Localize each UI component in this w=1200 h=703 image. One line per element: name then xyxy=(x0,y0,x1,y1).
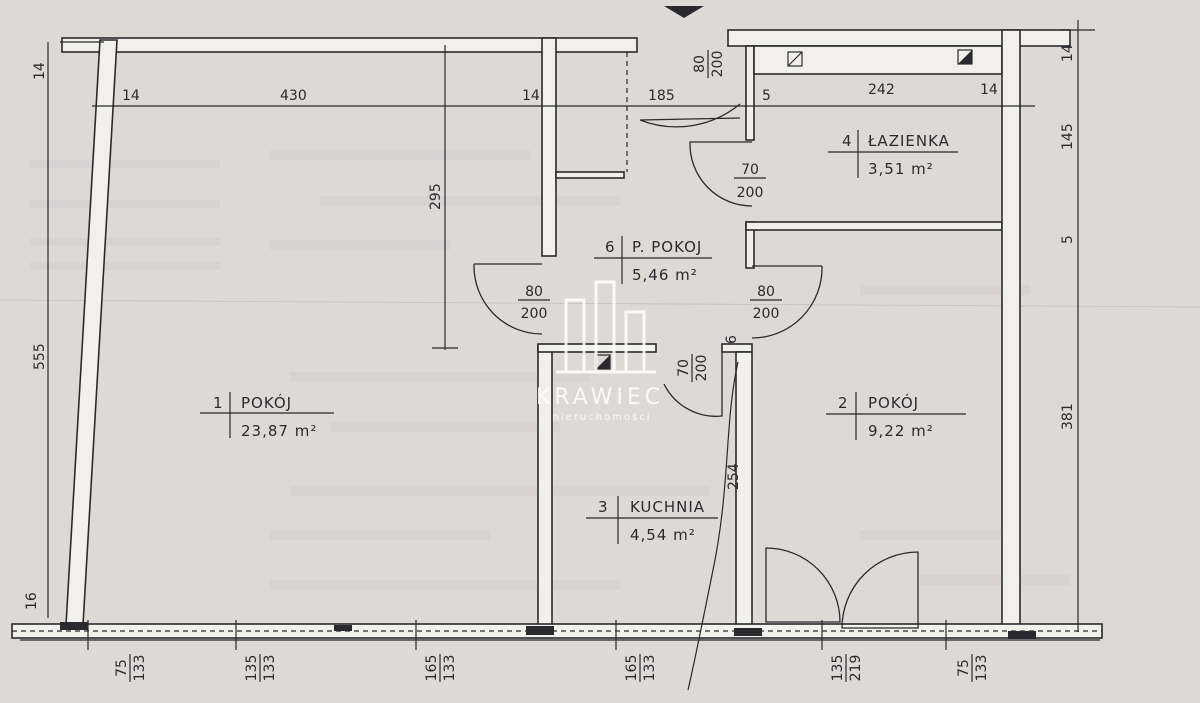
window-dim-bottom: 133 xyxy=(132,655,148,682)
door-entrance-height: 200 xyxy=(710,51,726,78)
room-area: 4,54 m² xyxy=(630,526,696,544)
room-name: POKÓJ xyxy=(868,393,919,412)
watermark-brand: KRAWIEC xyxy=(536,385,664,410)
dimension-lines xyxy=(20,20,1100,641)
door-room2-height: 200 xyxy=(753,306,780,322)
dim-kitchen-wall: 6 xyxy=(724,335,740,344)
room-label-3: 3 KUCHNIA 4,54 m² xyxy=(586,496,718,544)
room-area: 9,22 m² xyxy=(868,422,934,440)
door-bath-height: 200 xyxy=(737,185,764,201)
entrance-arrow-icon xyxy=(664,6,704,18)
dim-room1-depth: 295 xyxy=(428,183,444,210)
door-bath-width: 70 xyxy=(741,162,759,178)
window-dim-bottom: 133 xyxy=(262,655,278,682)
door-kitchen-width: 70 xyxy=(676,359,692,377)
door-room1-height: 200 xyxy=(521,306,548,322)
room-area: 5,46 m² xyxy=(632,266,698,284)
room-area: 23,87 m² xyxy=(241,422,317,440)
kitchen-door-swing xyxy=(663,352,723,417)
dim-left-height: 555 xyxy=(32,343,48,370)
dim-kitchen-depth: 254 xyxy=(726,463,742,490)
door-entrance-width: 80 xyxy=(692,55,708,73)
room1-door-swing xyxy=(473,263,543,335)
room-number: 4 xyxy=(842,132,853,150)
dim-corridor-width: 185 xyxy=(648,88,675,104)
room2-door-swing xyxy=(751,265,823,339)
dim-top-wall-right: 14 xyxy=(1060,44,1076,62)
show-through-text xyxy=(30,150,1070,590)
window-dim-top: 165 xyxy=(624,655,640,682)
column-foot xyxy=(734,628,762,636)
door-kitchen-height: 200 xyxy=(694,355,710,382)
dim-partition-2: 5 xyxy=(762,88,771,104)
dim-left-wall: 14 xyxy=(122,88,140,104)
closet-shelf xyxy=(555,171,625,179)
partition-room1-upper xyxy=(541,37,557,257)
window-dim-top: 75 xyxy=(114,659,130,677)
window-dim-top: 135 xyxy=(830,655,846,682)
room-number: 2 xyxy=(838,394,849,412)
room-number: 1 xyxy=(213,394,224,412)
dim-partition-3: 14 xyxy=(980,82,998,98)
window-dimensions: 75 133 135 133 165 133 165 133 135 219 7… xyxy=(87,620,990,682)
column-foot xyxy=(1008,631,1036,639)
column-foot xyxy=(526,626,554,635)
walls xyxy=(11,29,1103,639)
vent-1 xyxy=(787,51,803,67)
window-dim-top: 75 xyxy=(956,659,972,677)
entrance-door-swing xyxy=(639,103,741,128)
kitchen-wall-top xyxy=(721,343,753,353)
dim-partition-1: 14 xyxy=(522,88,540,104)
dim-right-partition: 5 xyxy=(1060,235,1076,244)
balcony-door-right xyxy=(841,551,919,629)
column-foot xyxy=(60,622,88,630)
bathroom-door-swing xyxy=(689,141,753,207)
window-dim-bottom: 219 xyxy=(848,655,864,682)
column-foot xyxy=(334,625,352,631)
watermark: KRAWIEC nieruchomości xyxy=(536,280,664,423)
window-dim-bottom: 133 xyxy=(642,655,658,682)
paper-fold xyxy=(0,299,1200,308)
room-number: 3 xyxy=(598,498,609,516)
watermark-tagline: nieruchomości xyxy=(552,411,651,423)
dim-right-bath: 145 xyxy=(1060,123,1076,150)
room-name: KUCHNIA xyxy=(630,498,705,516)
window-dim-bottom: 133 xyxy=(974,655,990,682)
dim-right-room2: 381 xyxy=(1060,403,1076,430)
door-labels: 80 200 70 200 80 200 80 200 70 200 xyxy=(518,50,782,382)
left-exterior-wall xyxy=(65,39,118,626)
window-dim-top: 165 xyxy=(424,655,440,682)
room-label-6: 6 P. POKOJ 5,46 m² xyxy=(594,236,712,284)
dim-bottom-left: 16 xyxy=(24,592,40,610)
window-dim-bottom: 133 xyxy=(442,655,458,682)
room-name: ŁAZIENKA xyxy=(867,132,950,150)
kitchen-wall-right xyxy=(735,351,753,631)
watermark-logo-icon xyxy=(556,280,656,374)
room-label-4: 4 ŁAZIENKA 3,51 m² xyxy=(828,130,958,178)
doors xyxy=(473,103,919,691)
pipe-line xyxy=(687,361,739,691)
top-wall-left xyxy=(61,37,638,53)
window-dim-top: 135 xyxy=(244,655,260,682)
door-room2-width: 80 xyxy=(757,284,775,300)
dim-room1-width: 430 xyxy=(280,88,307,104)
room-name: POKÓJ xyxy=(241,393,292,412)
balcony-door-left xyxy=(765,547,841,623)
door-room1-width: 80 xyxy=(525,284,543,300)
room-name: P. POKOJ xyxy=(632,238,702,256)
room-label-1: 1 POKÓJ 23,87 m² xyxy=(200,392,334,440)
dim-top-wall-left: 14 xyxy=(32,62,48,80)
room-number: 6 xyxy=(605,238,616,256)
right-exterior-wall xyxy=(1001,29,1021,635)
dim-bath-width: 242 xyxy=(868,82,895,98)
bath-bottom-wall xyxy=(745,221,1003,231)
dimension-labels: 14 430 14 185 5 242 14 295 555 14 16 1 4 … xyxy=(24,44,1076,610)
bath-vent-strip xyxy=(753,45,1003,75)
room-area: 3,51 m² xyxy=(868,160,934,178)
room-label-2: 2 POKÓJ 9,22 m² xyxy=(826,392,966,440)
bath-wall-upper xyxy=(745,45,755,141)
